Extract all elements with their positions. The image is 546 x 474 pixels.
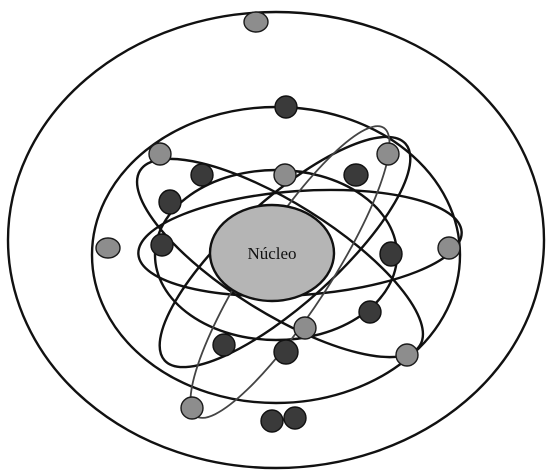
electrons <box>95 11 461 433</box>
electron-middle-upper-left <box>148 142 172 166</box>
electron-middle-lower-right <box>395 343 419 367</box>
electron-outer-top <box>243 11 269 33</box>
electron-inner-bottom <box>293 316 317 340</box>
electron-middle-bottom-b <box>283 406 307 430</box>
electron-inner-left-b <box>150 233 174 257</box>
nucleus-label: Núcleo <box>247 244 296 263</box>
elliptical-orbit-diag-a <box>135 157 425 359</box>
electron-inner-upper-left <box>190 163 214 187</box>
electron-middle-right <box>437 236 461 260</box>
electron-middle-upper-right <box>376 142 400 166</box>
electron-inner-right <box>379 241 403 267</box>
nucleus <box>208 203 336 303</box>
electron-inner-top <box>273 163 297 187</box>
electron-middle-lower-left <box>180 396 204 420</box>
electron-inner-left-a <box>158 189 182 215</box>
electron-inner-lower-left <box>212 333 236 357</box>
electron-inner-bottom-center <box>273 339 299 365</box>
electron-inner-upper-right <box>343 163 369 187</box>
outer-orbit <box>6 10 546 470</box>
electron-inner-lower-right <box>358 300 382 324</box>
electron-middle-bottom-a <box>260 409 284 433</box>
electron-outer-left <box>95 237 121 259</box>
electron-middle-top <box>274 95 298 119</box>
